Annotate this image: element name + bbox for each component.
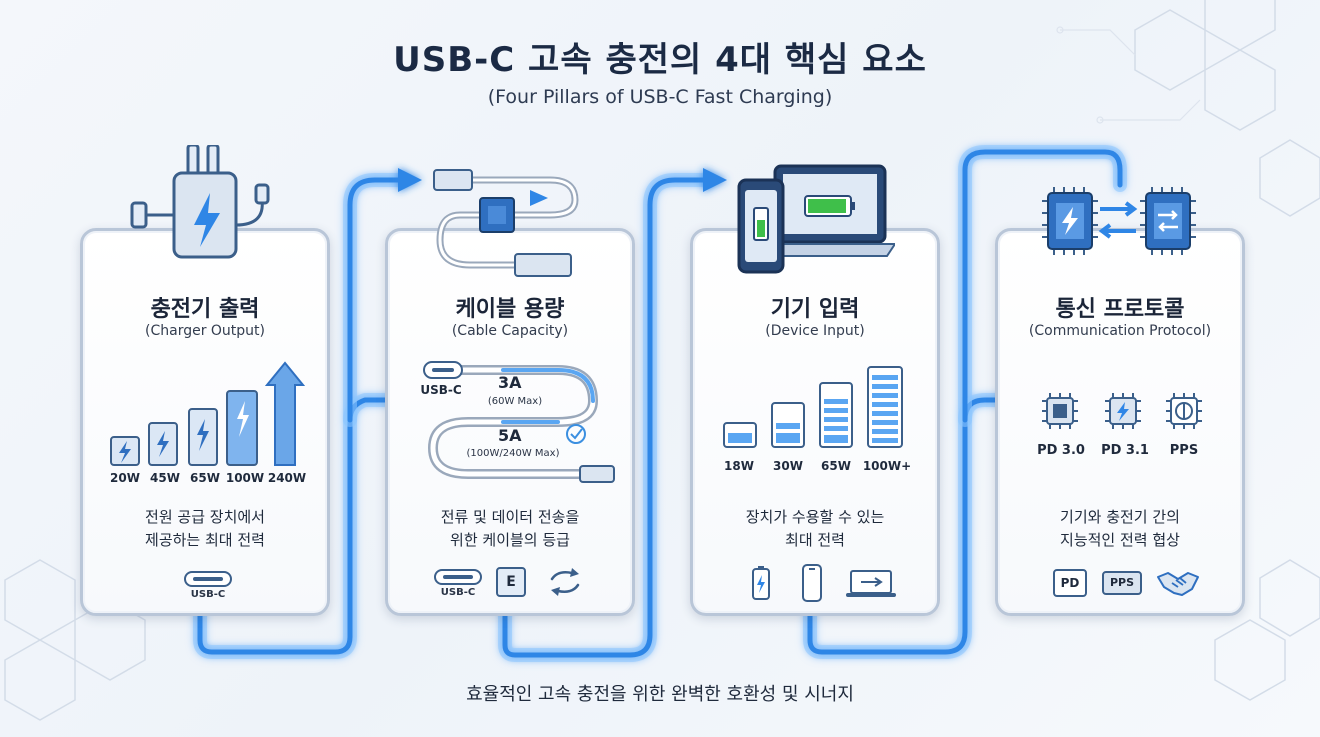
pillar-description: 전류 및 데이터 전송을 위한 케이블의 등급 xyxy=(440,508,580,549)
pd30-chip-icon xyxy=(1042,393,1078,429)
usb-c-port-icon xyxy=(434,569,482,585)
usb-c-label: USB-C xyxy=(440,587,476,598)
phone-battery-icon xyxy=(752,566,770,600)
usb-c-label: USB-C xyxy=(190,589,226,600)
rating-3a: 3A xyxy=(498,373,522,392)
pillar-title: 케이블 용량 xyxy=(455,297,565,322)
usb-c-port-icon xyxy=(184,571,232,587)
level-label: 45W xyxy=(150,471,180,485)
pillar-subtitle: (Communication Protocol) xyxy=(1028,323,1212,339)
connector-label: USB-C xyxy=(420,383,462,397)
level-label: 240W xyxy=(267,471,307,485)
pillar-subtitle: (Cable Capacity) xyxy=(451,323,569,339)
level-label: 100W xyxy=(225,471,265,485)
pillar-title: 충전기 출력 xyxy=(150,297,260,322)
level-label: 30W xyxy=(773,459,803,473)
sync-arrows-icon xyxy=(550,568,580,596)
protocol-label: PD 3.0 xyxy=(1037,443,1085,458)
page-subtitle: (Four Pillars of USB-C Fast Charging) xyxy=(487,86,833,108)
pillar-title: 기기 입력 xyxy=(770,297,860,322)
pillar-title: 통신 프로토콜 xyxy=(1055,297,1185,322)
pillar-description: 장치가 수용할 수 있는 최대 전력 xyxy=(745,508,885,549)
level-label: 65W xyxy=(190,471,220,485)
laptop-usb-icon xyxy=(846,570,896,597)
rating-5a: 5A xyxy=(498,426,522,445)
pillar-cable-capacity: 케이블 용량 (Cable Capacity) USB-C 3A (60W Ma… xyxy=(385,228,635,616)
pillar-device-input: 기기 입력 (Device Input) xyxy=(690,228,940,616)
rating-3a-note: (60W Max) xyxy=(487,396,543,407)
pillar-subtitle: (Device Input) xyxy=(765,323,865,339)
handshake-icon xyxy=(1157,572,1199,596)
laptop-phone-icon xyxy=(737,164,895,274)
level-label: 20W xyxy=(110,471,140,485)
level-label: 18W xyxy=(724,459,754,473)
footer-tagline: 효율적인 고속 충전을 위한 완벽한 호환성 및 시너지 xyxy=(466,684,854,705)
level-label: 100W+ xyxy=(862,459,912,473)
pps-chip-icon xyxy=(1166,393,1202,429)
pillar-communication-protocol: 통신 프로토콜 (Communication Protocol) PD 3.0 … xyxy=(995,228,1245,616)
page-title: USB-C 고속 충전의 4대 핵심 요소 xyxy=(393,40,927,80)
pillar-description: 기기와 충전기 간의 지능적인 전력 협상 xyxy=(1060,508,1180,549)
pillar-description: 전원 공급 장치에서 제공하는 최대 전력 xyxy=(145,508,265,549)
protocol-label: PD 3.1 xyxy=(1101,443,1149,458)
cable-chip-icon xyxy=(433,169,579,277)
chip-exchange-icon xyxy=(1042,187,1196,255)
pillar-charger-output: 충전기 출력 (Charger Output) 20W 45W 65W 100W… xyxy=(80,228,330,616)
pps-badge: PPS xyxy=(1102,571,1142,595)
pd31-chip-icon xyxy=(1105,393,1141,429)
rating-5a-note: (100W/240W Max) xyxy=(466,448,560,459)
pillar-subtitle: (Charger Output) xyxy=(145,323,265,339)
pd-badge: PD xyxy=(1053,569,1087,597)
battery-capacity-bars xyxy=(723,366,903,448)
battery-level-bars xyxy=(110,361,306,466)
cable-loop-diagram xyxy=(423,361,615,483)
protocol-label: PPS xyxy=(1169,443,1199,458)
smartphone-icon xyxy=(802,564,822,602)
charger-plug-icon xyxy=(130,145,270,259)
level-label: 65W xyxy=(821,459,851,473)
emarker-chip-icon: E xyxy=(496,567,526,597)
